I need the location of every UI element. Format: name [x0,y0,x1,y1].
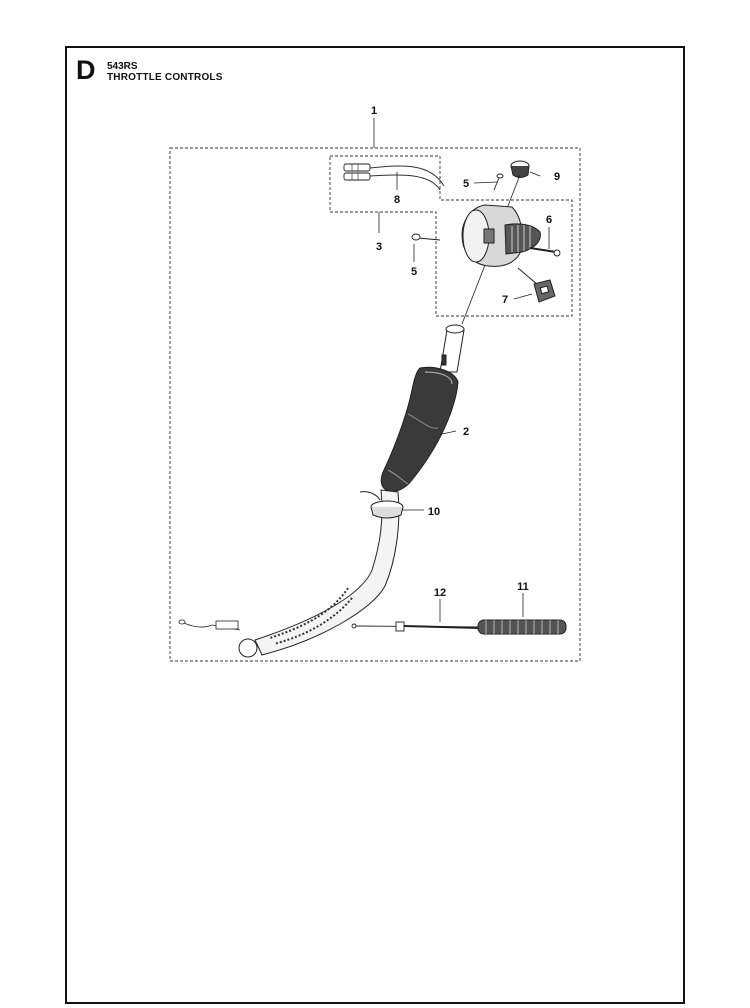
callout-7: 7 [502,294,508,306]
callout-6: 6 [546,214,552,226]
page-frame [65,46,685,1004]
cable-conduit [477,619,567,635]
collar-ring [359,491,404,519]
callout-1: 1 [371,105,377,117]
callout-12: 12 [434,587,446,599]
cap-button [510,160,530,178]
callout-2: 2 [463,426,469,438]
wire-harness [369,165,445,191]
callout-10: 10 [428,506,440,518]
callout-8: 8 [394,194,400,206]
rubber-grip [380,366,459,492]
section-letter: D [76,55,96,85]
throttle-housing [461,204,541,267]
callout-5-lower: 5 [411,266,417,278]
assembly-box [169,147,581,662]
callout-9: 9 [554,171,560,183]
page-title: THROTTLE CONTROLS [107,72,223,83]
throttle-cable-end [178,619,241,631]
callout-5-upper: 5 [463,178,469,190]
screw-lower [411,233,441,241]
handle-tube [439,324,465,373]
callout-3: 3 [376,241,382,253]
screw-side [529,247,561,257]
callout-11: 11 [517,581,529,593]
throttle-cable [351,621,481,632]
model-label: 543RS [107,61,138,72]
stop-switch [517,267,556,303]
subassembly-box [329,155,573,317]
screw-upper [493,173,504,191]
